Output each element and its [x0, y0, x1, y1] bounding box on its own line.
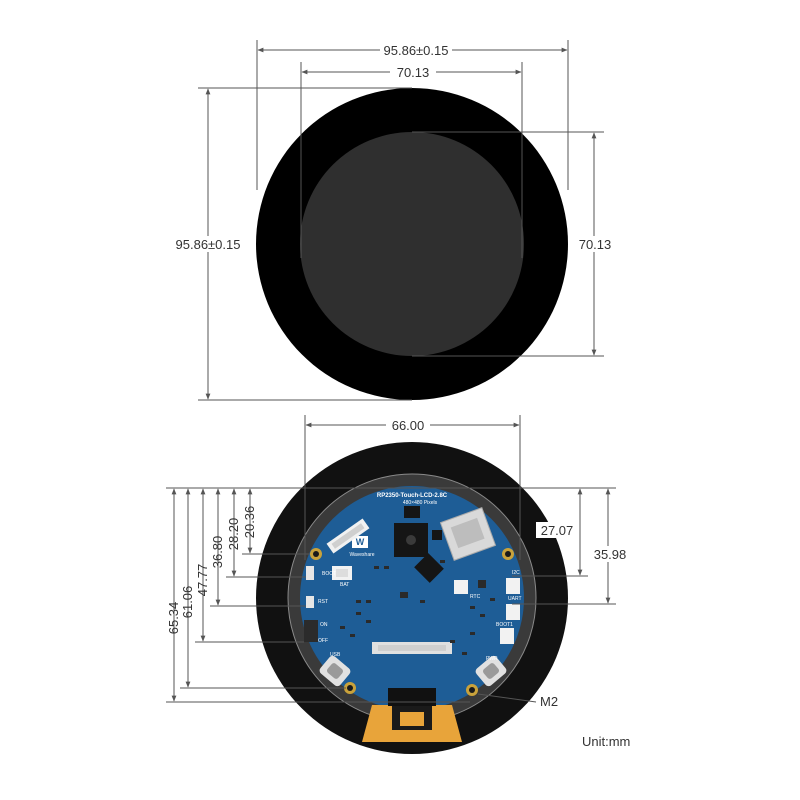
- board-resolution: 480×480 Pixels: [403, 500, 438, 506]
- brand-label: Waveshare: [349, 552, 374, 558]
- dim-outer-width: 95.86±0.15: [384, 43, 449, 58]
- boot1-connector: [500, 628, 514, 644]
- label-unit: Unit:mm: [582, 734, 630, 749]
- dim-left-3: 36.80: [210, 536, 225, 569]
- back-view: RP2350-Touch-LCD-2.8C 480×480 Pixels W W…: [166, 415, 630, 754]
- dim-right-1: 35.98: [594, 547, 627, 562]
- silk-rst: RST: [318, 599, 328, 605]
- silk-pwr: PWR: [486, 656, 498, 662]
- left-dimensions: 65.34 61.06 47.77 36.80 28.20 20.36: [166, 488, 470, 703]
- fpc-window: [400, 712, 424, 726]
- rtc-connector: [454, 580, 468, 594]
- waveshare-logo-icon: [352, 536, 368, 548]
- dim-left-0: 65.34: [166, 602, 181, 635]
- dim-left-1: 61.06: [180, 586, 195, 619]
- dim-board-width: 66.00: [392, 418, 425, 433]
- uart-connector: [506, 604, 520, 620]
- fpc-flex: [388, 688, 436, 706]
- dim-screen-height: 70.13: [579, 237, 612, 252]
- rst-button: [306, 596, 314, 608]
- right-dimensions: 27.07 35.98: [412, 487, 630, 605]
- silk-bat: BAT: [340, 582, 349, 588]
- silk-boot: BOOT: [322, 571, 336, 577]
- flash-chip: [404, 506, 420, 518]
- svg-text:W: W: [356, 537, 365, 547]
- dim-left-4: 28.20: [226, 518, 241, 551]
- dim-screen-width: 70.13: [397, 65, 430, 80]
- dim-outer-height: 95.86±0.15: [176, 237, 241, 252]
- dim-left-5: 20.36: [242, 506, 257, 539]
- silk-usb: USB: [330, 652, 341, 658]
- front-view: 95.86±0.15 70.13 95.86±0.15 70.13: [172, 40, 617, 401]
- ic-small: [432, 530, 442, 540]
- power-switch: [304, 620, 318, 642]
- passive-components: [340, 560, 495, 655]
- silk-on: ON: [320, 622, 328, 628]
- silk-off: OFF: [318, 638, 328, 644]
- i2c-connector: [506, 578, 520, 594]
- side-button: [306, 566, 314, 580]
- label-mount-hole: M2: [540, 694, 558, 709]
- front-screen: [300, 132, 524, 356]
- silk-i2c: I2C: [512, 570, 520, 576]
- board-model: RP2350-Touch-LCD-2.8C: [377, 493, 448, 499]
- silk-uart: UART: [508, 596, 522, 602]
- silk-boot1: BOOT1: [496, 622, 513, 628]
- m2-leader: [477, 693, 537, 703]
- dim-right-0: 27.07: [541, 523, 574, 538]
- silk-rtc: RTC: [470, 594, 481, 600]
- dim-left-2: 47.77: [195, 564, 210, 597]
- pmic-chip: [414, 553, 444, 583]
